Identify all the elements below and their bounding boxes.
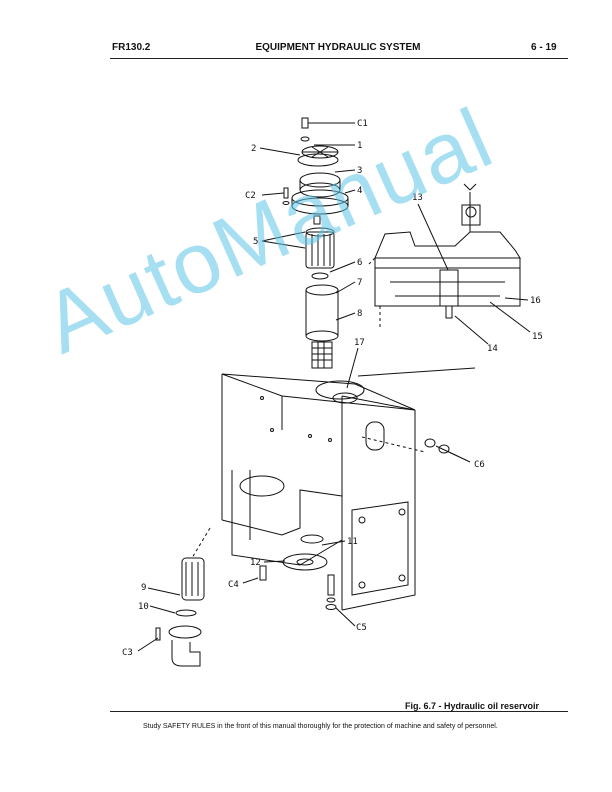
callout-15: 15 (532, 332, 543, 342)
filter-element-5 (305, 227, 335, 269)
figure-caption: Fig. 6.7 - Hydraulic oil reservoir (405, 701, 540, 711)
callout-13: 13 (412, 193, 423, 203)
callout-c2: C2 (245, 191, 256, 201)
callout-10: 10 (138, 602, 149, 612)
callout-5: 5 (253, 237, 258, 247)
callout-c3: C3 (122, 648, 133, 658)
safety-footer-note: Study SAFETY RULES in the front of this … (143, 723, 498, 730)
callout-4: 4 (357, 186, 362, 196)
callout-c5: C5 (356, 623, 367, 633)
header-rule (110, 58, 568, 59)
document-code: FR130.2 (112, 42, 151, 53)
page-number: 6 - 19 (531, 42, 557, 53)
callout-17: 17 (354, 338, 365, 348)
callout-6: 6 (357, 258, 362, 268)
section-title: EQUIPMENT HYDRAULIC SYSTEM (255, 42, 421, 53)
callout-16: 16 (530, 296, 541, 306)
callout-11: 11 (347, 537, 358, 547)
callout-c1: C1 (357, 119, 368, 129)
lower-parts (155, 436, 450, 667)
callout-3: 3 (357, 166, 362, 176)
callout-14: 14 (487, 344, 498, 354)
callout-labels: C1 1 2 3 C2 4 5 6 7 8 17 13 16 15 14 C6 … (122, 119, 543, 658)
callout-c4: C4 (228, 580, 239, 590)
callout-c6: C6 (474, 460, 485, 470)
reservoir-body (221, 373, 416, 611)
callout-8: 8 (357, 309, 362, 319)
callout-9: 9 (141, 583, 146, 593)
callout-2: 2 (251, 144, 256, 154)
filter-housing-7-8 (305, 284, 339, 369)
cap-assembly (282, 117, 349, 225)
footer-rule (110, 711, 568, 712)
callout-7: 7 (357, 278, 362, 288)
callout-12: 12 (250, 558, 261, 568)
callout-leaders (137, 122, 531, 652)
detail-cross-section (368, 183, 521, 330)
callout-1: 1 (357, 141, 362, 151)
